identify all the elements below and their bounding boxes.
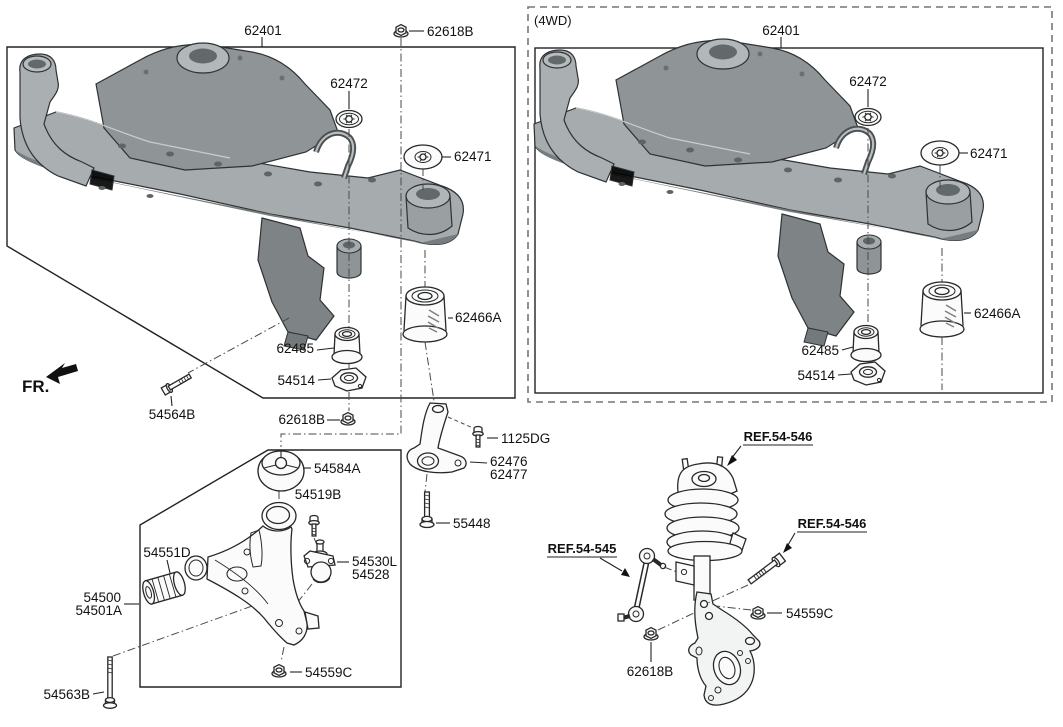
part-label-54528: 54528 <box>352 567 390 582</box>
part-label-62476: 62476 <box>490 454 528 469</box>
bushing-62466a-awd-icon <box>919 281 965 338</box>
fr-indicator: FR. <box>22 363 78 396</box>
ref-stabilizer-callout: REF.54-545 <box>547 541 630 577</box>
part-label-62485-main: 62485 <box>276 341 314 356</box>
part-label-54584a: 54584A <box>314 461 361 476</box>
part-label-62471-main: 62471 <box>454 149 492 164</box>
part-label-62466a-awd: 62466A <box>974 306 1021 321</box>
nut-54559c-left-icon <box>271 663 287 678</box>
ref-label-strut: REF.54-546 <box>744 429 813 444</box>
awd-panel: (4WD) 62401 62472 62471 62466A 62485 545… <box>527 6 1053 403</box>
bushing-62466a-icon <box>402 286 448 343</box>
part-label-55448: 55448 <box>453 516 491 531</box>
bolt-55448-icon <box>419 491 435 529</box>
part-label-62401-main: 62401 <box>244 23 282 38</box>
stopper-54514-icon <box>331 367 367 392</box>
nut-62618b-mid-icon <box>340 411 356 426</box>
part-label-54564b: 54564B <box>149 407 196 422</box>
ref-bolt-callout: REF.54-546 <box>783 516 867 553</box>
bolt-54563b-icon <box>102 656 118 709</box>
lower-arm-panel-border <box>139 449 402 688</box>
awd-variant-label: (4WD) <box>534 13 572 28</box>
nut-62618b-top-icon <box>393 23 409 38</box>
part-label-54514-main: 54514 <box>277 373 315 388</box>
main-panel: 62401 62618B 62472 62471 62466A 62485 54… <box>6 23 516 493</box>
crossmember-awd <box>534 39 983 346</box>
stabilizer-link-illustration <box>617 547 667 623</box>
washer-62471-awd-icon <box>920 140 960 166</box>
part-label-54514-awd: 54514 <box>797 368 835 383</box>
part-label-54500: 54500 <box>83 590 121 605</box>
part-label-54563b: 54563B <box>43 687 90 702</box>
main-panel-border <box>6 46 516 399</box>
awd-inner-border <box>534 47 1044 394</box>
part-label-62471-awd: 62471 <box>970 146 1008 161</box>
fr-arrow-icon <box>46 363 78 384</box>
washer-62471-icon <box>403 144 443 170</box>
part-label-62472-main: 62472 <box>330 76 368 91</box>
washer-62472-icon <box>335 109 363 129</box>
bushing-62485-awd-icon <box>850 324 882 363</box>
part-label-54551d: 54551D <box>143 545 191 560</box>
bolt-54564b-icon <box>160 373 193 396</box>
ref-label-stabilizer: REF.54-545 <box>548 541 617 556</box>
ref-label-bolt: REF.54-546 <box>798 516 867 531</box>
part-label-54519b: 54519B <box>295 487 342 502</box>
bushing-54584a-icon <box>257 450 305 492</box>
crossmember-main <box>14 43 463 350</box>
part-label-62466a-main: 62466A <box>455 310 502 325</box>
bolt-ref54546-icon <box>747 552 787 585</box>
stopper-54514-awd-icon <box>850 361 886 386</box>
part-label-1125dg: 1125DG <box>501 431 550 446</box>
part-label-62477: 62477 <box>490 467 528 482</box>
part-label-62618b-bottom: 62618B <box>627 664 674 679</box>
part-label-54559c-right: 54559C <box>786 606 834 621</box>
ref-strut-callout: REF.54-546 <box>727 429 813 466</box>
part-label-54559c-left: 54559C <box>305 665 353 680</box>
nut-62618b-bottom-icon <box>643 626 659 641</box>
bushing-54551d-icon <box>142 571 186 605</box>
part-label-54530l: 54530L <box>352 554 398 569</box>
strut-assembly-illustration <box>664 456 747 601</box>
part-label-62485-awd: 62485 <box>801 343 839 358</box>
nut-54559c-right-icon <box>750 605 766 620</box>
bolt-54519b-icon <box>308 514 320 537</box>
part-label-62618b-top: 62618B <box>427 24 474 39</box>
balljoint-54530l-icon <box>303 539 336 584</box>
bolt-1125dg-icon <box>472 425 484 448</box>
steering-knuckle-illustration <box>688 591 761 706</box>
lower-control-arm-illustration <box>184 501 320 646</box>
bushing-62485-icon <box>331 326 363 365</box>
part-label-62401-awd: 62401 <box>762 23 800 38</box>
strut-knuckle-cluster: REF.54-546 REF.54-546 REF.54-545 54559C … <box>547 429 867 706</box>
washer-62472-awd-icon <box>854 107 882 127</box>
awd-outer-dashed-border <box>527 6 1053 403</box>
part-label-62618b-mid: 62618B <box>278 412 325 427</box>
lower-arm-panel: 54584A 54519B 54551D 54530L 54528 54500 … <box>43 449 402 709</box>
part-label-62472-awd: 62472 <box>849 74 887 89</box>
roll-rod-bracket-group: 62476 62477 1125DG 55448 <box>406 402 550 531</box>
fr-label: FR. <box>22 377 49 396</box>
part-label-54501a: 54501A <box>75 603 122 618</box>
